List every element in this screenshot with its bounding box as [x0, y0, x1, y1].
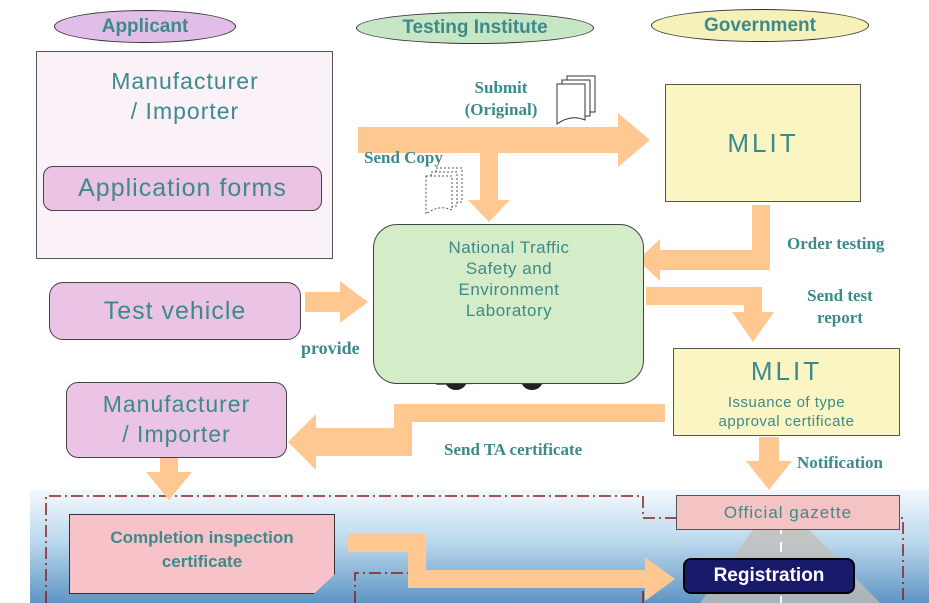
completion-certificate-text: Completion inspection certificate — [110, 528, 294, 571]
label-submit: Submit (Original) — [464, 78, 538, 120]
header-applicant: Applicant — [54, 10, 236, 43]
registration-box: Registration — [683, 558, 855, 594]
applicant-panel — [36, 51, 333, 259]
arrow-send-ta — [288, 404, 665, 470]
test-vehicle-box: Test vehicle — [49, 282, 301, 340]
header-testing-institute: Testing Institute — [356, 12, 594, 44]
official-gazette-box: Official gazette — [676, 495, 900, 530]
application-forms-box: Application forms — [43, 166, 322, 211]
mlit-bottom-title: MLIT — [750, 355, 823, 386]
mlit-bottom-box — [673, 348, 900, 436]
manufacturer-importer-top: Manufacturer / Importer — [111, 68, 259, 124]
copy-document-icon — [425, 167, 463, 216]
arrow-submit — [358, 113, 650, 167]
label-order-testing: Order testing — [787, 234, 885, 253]
label-notification: Notification — [797, 453, 883, 472]
arrow-order-testing — [638, 205, 770, 281]
arrow-send-report — [646, 287, 774, 342]
laboratory-name: National Traffic Safety and Environment … — [448, 237, 570, 321]
label-send-test-report: Send test report — [807, 286, 873, 328]
arrow-provide — [305, 281, 368, 323]
arrow-send-copy — [468, 153, 510, 222]
completion-certificate-box — [69, 514, 335, 594]
document-stack-icon — [556, 75, 596, 125]
arrow-to-registration — [348, 534, 675, 601]
laboratory-box — [373, 224, 644, 384]
manufacturer-importer-bottom: Manufacturer / Importer — [66, 382, 287, 458]
label-send-copy: Send Copy — [364, 148, 443, 167]
header-government: Government — [651, 9, 869, 42]
label-send-ta-certificate: Send TA certificate — [444, 440, 583, 459]
arrow-notification — [746, 437, 792, 490]
issuance-text: Issuance of type approval certificate — [718, 393, 855, 431]
arrow-to-completion — [146, 458, 192, 500]
label-provide: provide — [301, 338, 360, 358]
mlit-top-box: MLIT — [665, 84, 861, 202]
